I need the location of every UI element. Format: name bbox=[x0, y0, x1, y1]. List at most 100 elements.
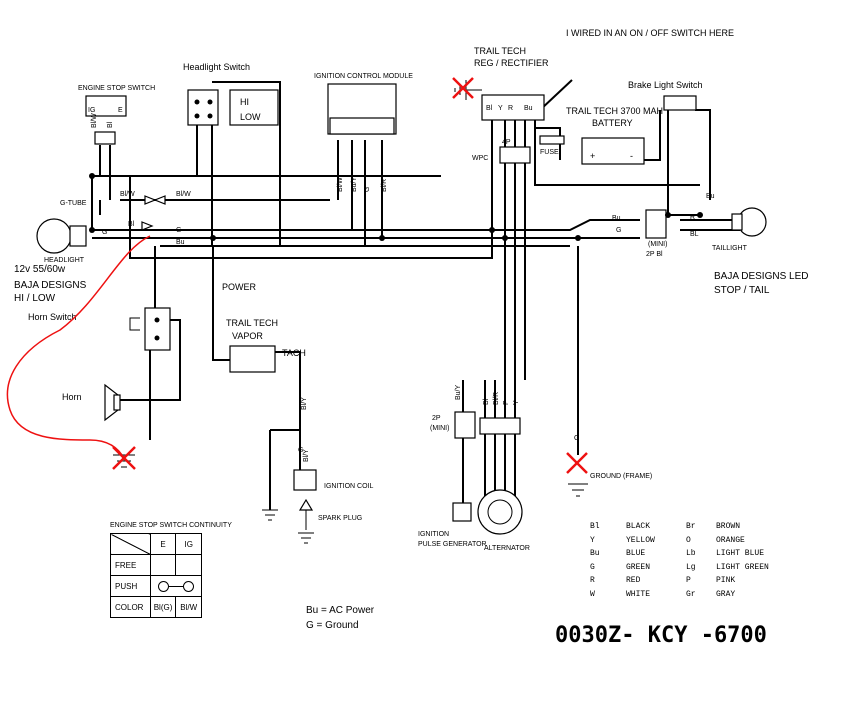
ignition-control-module: IGNITION CONTROL MODULE Bl/W Bu/Y G Bl/R bbox=[314, 73, 413, 192]
fuse: FUSE bbox=[539, 135, 565, 156]
continuity-row-free: FREE bbox=[110, 554, 151, 576]
bus-blw-left: Bl/W bbox=[120, 191, 135, 198]
bus-bl: Bl bbox=[128, 221, 135, 228]
ground-coil bbox=[262, 509, 278, 521]
continuity-row-color: COLOR bbox=[110, 596, 151, 618]
alternator-label: ALTERNATOR bbox=[484, 545, 530, 552]
continuity-col-ig: IG bbox=[175, 533, 202, 555]
battery: TRAIL TECH 3700 MAH BATTERY + - bbox=[566, 106, 663, 165]
ground-frame-label: GROUND (FRAME) bbox=[590, 473, 652, 480]
mini2p-wire-bu: Bu bbox=[612, 215, 621, 222]
horn-switch-label: Horn Switch bbox=[28, 312, 77, 322]
bus-labels: Bl/W Bl/W Bl G G Bu bbox=[102, 191, 191, 246]
reg-label-line2: REG / RECTIFIER bbox=[474, 58, 549, 68]
g-ground-note: G = Ground bbox=[306, 620, 359, 631]
removed-ground-horn bbox=[112, 446, 136, 470]
vapor-line1: TRAIL TECH bbox=[226, 318, 278, 328]
battery-line1: TRAIL TECH 3700 MAH bbox=[566, 106, 663, 116]
mini2p-mini: (MINI) bbox=[648, 241, 667, 248]
brake-switch-label: Brake Light Switch bbox=[628, 80, 703, 90]
wpc-4p-label: 4P bbox=[502, 139, 511, 146]
removed-ground-reg bbox=[452, 77, 482, 100]
vapor-wire-bly: Bl/Y bbox=[301, 397, 308, 410]
continuity-grid: E IG FREE PUSH COLOR Bl(G) Bl/W bbox=[110, 533, 203, 618]
icm-label: IGNITION CONTROL MODULE bbox=[314, 73, 413, 80]
ground-wire-g: G bbox=[574, 435, 579, 442]
battery-minus: - bbox=[630, 151, 633, 161]
battery-plus: + bbox=[590, 151, 595, 161]
pulse-line2: PULSE GENERATOR bbox=[418, 541, 487, 548]
led-line2: STOP / TAIL bbox=[714, 285, 770, 296]
continuity-table-title: ENGINE STOP SWITCH CONTINUITY bbox=[110, 522, 232, 529]
engine-stop-e-label: E bbox=[118, 107, 123, 114]
mini2p-bl: 2P Bl bbox=[646, 251, 663, 258]
mini2p-wire-g: G bbox=[616, 227, 621, 234]
horn-switch: Horn Switch bbox=[28, 307, 171, 351]
headlight-label: HEADLIGHT bbox=[44, 257, 85, 264]
taillight-wire-bl: BL bbox=[690, 231, 699, 238]
ignition-coil-label: IGNITION COIL bbox=[324, 483, 374, 490]
ground-frame: G GROUND (FRAME) bbox=[566, 435, 652, 497]
continuity-col-e: E bbox=[149, 533, 177, 555]
coil-wire-g: G bbox=[298, 447, 303, 454]
coil-wire-bly: Bl/Y bbox=[303, 449, 310, 462]
annotation-red-loop bbox=[6, 235, 151, 461]
wpc-connector: 4P WPC bbox=[472, 139, 531, 164]
reg-label-line1: TRAIL TECH bbox=[474, 46, 526, 56]
engine-stop-ig-label: IG bbox=[88, 107, 95, 114]
reg-pins-bu: Bu bbox=[524, 105, 533, 112]
headlight-spec-label: 12v 55/60w bbox=[14, 264, 66, 275]
alt-wire-p: P bbox=[503, 400, 510, 405]
part-number: 0030Z- KCY -6700 bbox=[555, 623, 767, 648]
engine-stop-switch-label: ENGINE STOP SWITCH bbox=[78, 85, 155, 92]
continuity-push-link bbox=[149, 575, 203, 597]
baja-hilo-line1: BAJA DESIGNS bbox=[14, 280, 87, 291]
reg-pins-r: R bbox=[508, 105, 513, 112]
alt-wire-bl: Bl bbox=[483, 398, 490, 405]
g-tube-label: G-TUBE bbox=[60, 200, 87, 207]
mini-2p-label: 2P bbox=[432, 415, 441, 422]
headlight-switch: Headlight Switch HI LOW bbox=[183, 62, 279, 126]
power-label: POWER bbox=[222, 282, 257, 292]
reg-pins-y: Y bbox=[498, 105, 503, 112]
continuity-color-ig: Bl/W bbox=[175, 596, 202, 618]
alt-wire-y: Y bbox=[513, 400, 520, 405]
icm-wire-buy: Bu/Y bbox=[351, 176, 358, 192]
trail-tech-vapor: TRAIL TECH VAPOR TACH Bl/Y bbox=[226, 318, 308, 410]
icm-wire-g: G bbox=[364, 187, 371, 192]
mini-2p-alternator-connector: 2P (MINI) Bu/Y Bl Bl/R P Y bbox=[430, 384, 521, 439]
brake-wire-bu: Bu bbox=[706, 193, 715, 200]
fuse-label: FUSE bbox=[540, 149, 559, 156]
mini-2p-connector: Bu G (MINI) 2P Bl R BL bbox=[612, 209, 699, 258]
bus-blw-right: Bl/W bbox=[176, 191, 191, 198]
spark-plug-label: SPARK PLUG bbox=[318, 515, 362, 522]
taillight-label: TAILLIGHT bbox=[712, 245, 748, 252]
alt-wire-buy-top: Bu/Y bbox=[455, 384, 462, 400]
engine-stop-switch: ENGINE STOP SWITCH IG E Bl/W Bl bbox=[78, 85, 155, 145]
continuity-color-e: Bl(G) bbox=[149, 596, 177, 618]
bu-ac-note: Bu = AC Power bbox=[306, 605, 375, 616]
engine-stop-wire-blw: Bl/W bbox=[91, 113, 98, 128]
pulse-line1: IGNITION bbox=[418, 531, 449, 538]
battery-line2: BATTERY bbox=[592, 118, 633, 128]
alternator: ALTERNATOR bbox=[477, 489, 530, 552]
tach-label: TACH bbox=[282, 348, 306, 358]
reg-pins-bl: Bl bbox=[486, 105, 493, 112]
taillight-wire-r: R bbox=[690, 214, 695, 221]
alt-wire-blr: Bl/R bbox=[493, 392, 500, 405]
mini-label: (MINI) bbox=[430, 425, 449, 432]
headlight-switch-low: LOW bbox=[240, 112, 261, 122]
horn-label: Horn bbox=[62, 392, 82, 402]
ignition-pulse-generator: IGNITION PULSE GENERATOR bbox=[418, 502, 487, 548]
